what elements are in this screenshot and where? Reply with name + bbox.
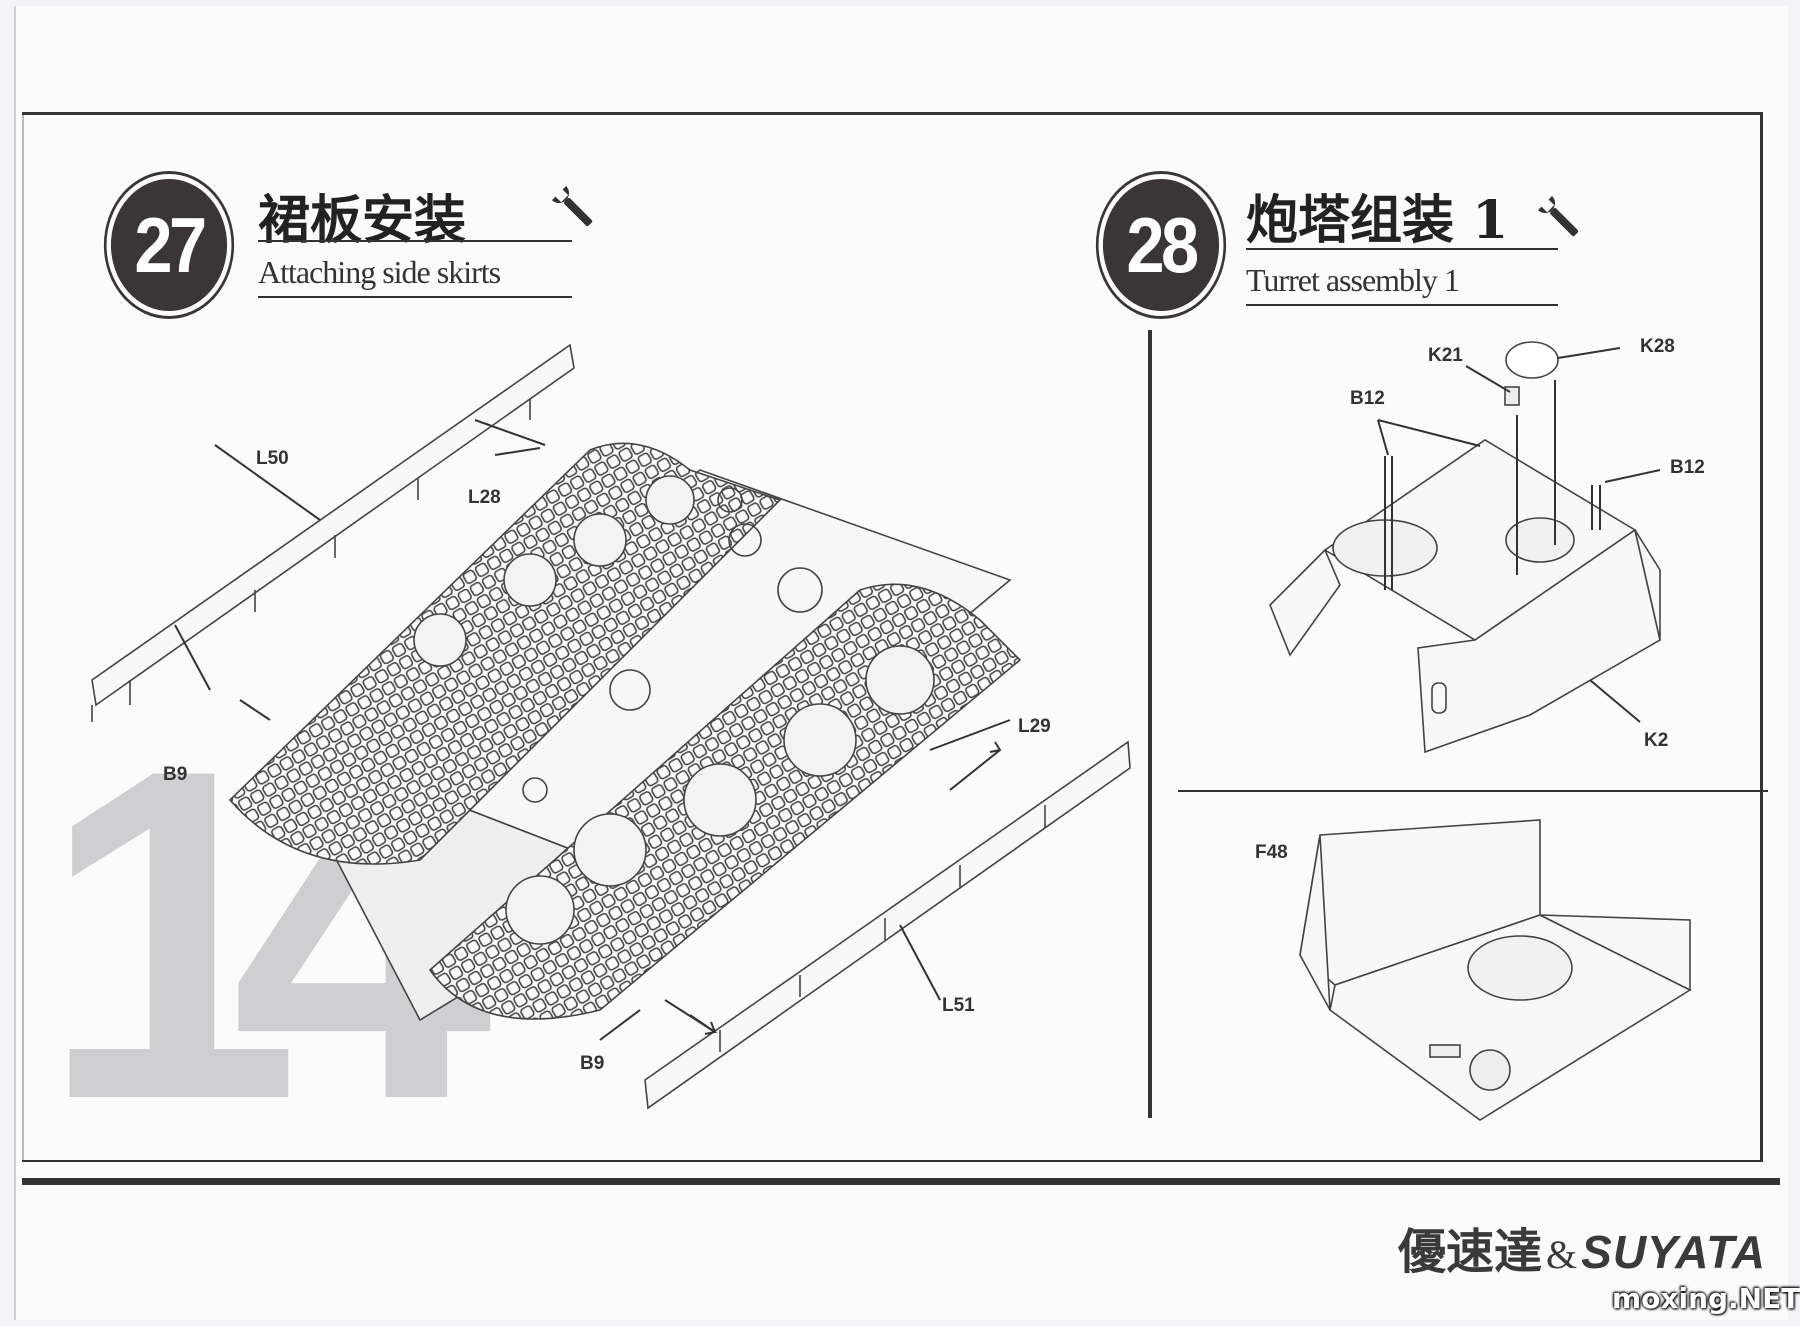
step-28-substep-divider — [1178, 790, 1768, 792]
step-27-title-rule — [258, 240, 572, 242]
part-label-K21: K21 — [1428, 345, 1463, 366]
part-label-B9-left: B9 — [163, 764, 188, 785]
wrench-icon — [551, 185, 593, 227]
part-label-B9-bottom: B9 — [580, 1053, 605, 1074]
part-label-K28: K28 — [1640, 336, 1675, 357]
step-28-subtitle-rule — [1246, 304, 1558, 306]
step-divider-vertical — [1148, 330, 1152, 1118]
step-28-badge: 28 — [1098, 174, 1224, 316]
part-label-L29: L29 — [1018, 716, 1051, 737]
part-label-B12-right: B12 — [1670, 457, 1705, 478]
turret-lower-drawing — [1299, 819, 1692, 1121]
brand-name-en: SUYATA — [1581, 1226, 1767, 1278]
frame-bottom-thick-rule — [22, 1178, 1780, 1185]
part-label-L51: L51 — [942, 995, 975, 1016]
frame-left — [22, 112, 24, 1162]
step-27-badge: 27 — [106, 174, 232, 316]
part-label-B12-left: B12 — [1350, 388, 1385, 409]
brand-ampersand: & — [1546, 1232, 1578, 1277]
part-label-L28: L28 — [468, 487, 501, 508]
part-label-L50: L50 — [256, 448, 289, 469]
frame-bottom-rule — [22, 1160, 1762, 1162]
skirt-L50-drawing — [91, 343, 575, 722]
skirt-L51-drawing — [644, 740, 1131, 1110]
step-28-title-en: Turret assembly 1 — [1246, 262, 1460, 298]
tank-hull-drawing — [228, 442, 1022, 1022]
part-label-F48: F48 — [1255, 842, 1288, 863]
part-label-K2: K2 — [1644, 730, 1669, 751]
wrench-icon — [1537, 195, 1579, 237]
step-27-subtitle-rule — [258, 296, 572, 298]
step-27-title-en: Attaching side skirts — [258, 254, 501, 290]
step-28-title-cn: 炮塔组装 1 — [1246, 190, 1509, 251]
brand-logo: 優速達 & SUYATA — [1398, 1212, 1766, 1282]
turret-upper-drawing — [1269, 341, 1661, 865]
step-28-title-rule — [1246, 248, 1558, 250]
frame-top-rule — [22, 112, 1762, 115]
frame-right-rule — [1760, 112, 1763, 1162]
step-27-arrows — [174, 419, 1011, 1041]
brand-name-cn: 優速達 — [1398, 1224, 1543, 1280]
site-watermark: moxing.NET — [1612, 1282, 1800, 1315]
